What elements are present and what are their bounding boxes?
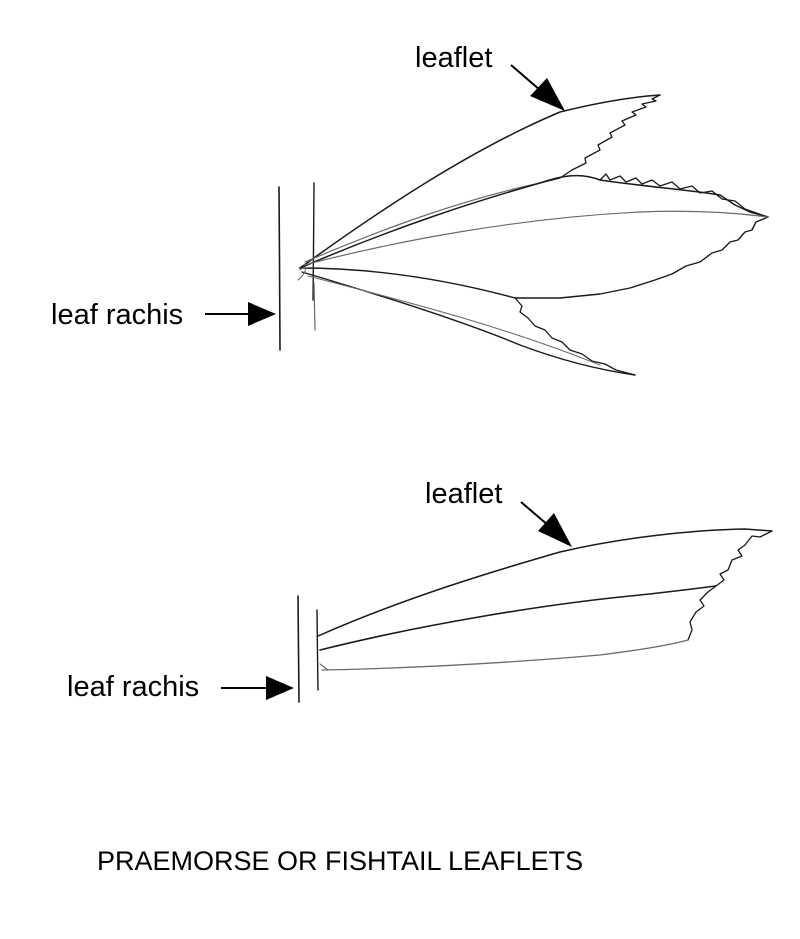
- figure-1-upper-leaflet: [299, 94, 661, 269]
- figure-1-rachis-arrow: [205, 302, 276, 326]
- figure-caption: PRAEMORSE OR FISHTAIL LEAFLETS: [97, 846, 583, 876]
- figure-1-middle-leaflet: [299, 173, 769, 299]
- figure-1-fishtail-leaflets: leaflet leaf rachis: [51, 42, 769, 376]
- figure-2-rachis-drawing: [297, 595, 319, 703]
- figure-1-lower-leaflet: [297, 266, 636, 376]
- figure-2-rachis-arrow: [221, 676, 294, 700]
- figure-1-rachis-drawing: [278, 182, 316, 351]
- figure-2-rachis-label: leaf rachis: [67, 671, 199, 703]
- figure-1-rachis-label: leaf rachis: [51, 299, 183, 331]
- figure-2-leaflet-arrow: [520, 501, 572, 547]
- figure-2-leaflet-label: leaflet: [425, 478, 502, 510]
- figure-1-leaflet-arrow: [510, 64, 565, 111]
- figure-1-leaflet-label: leaflet: [415, 42, 492, 74]
- figure-2-leaflet: [317, 528, 773, 671]
- figure-2-praemorse-leaflet: leaflet leaf rachis: [67, 478, 773, 703]
